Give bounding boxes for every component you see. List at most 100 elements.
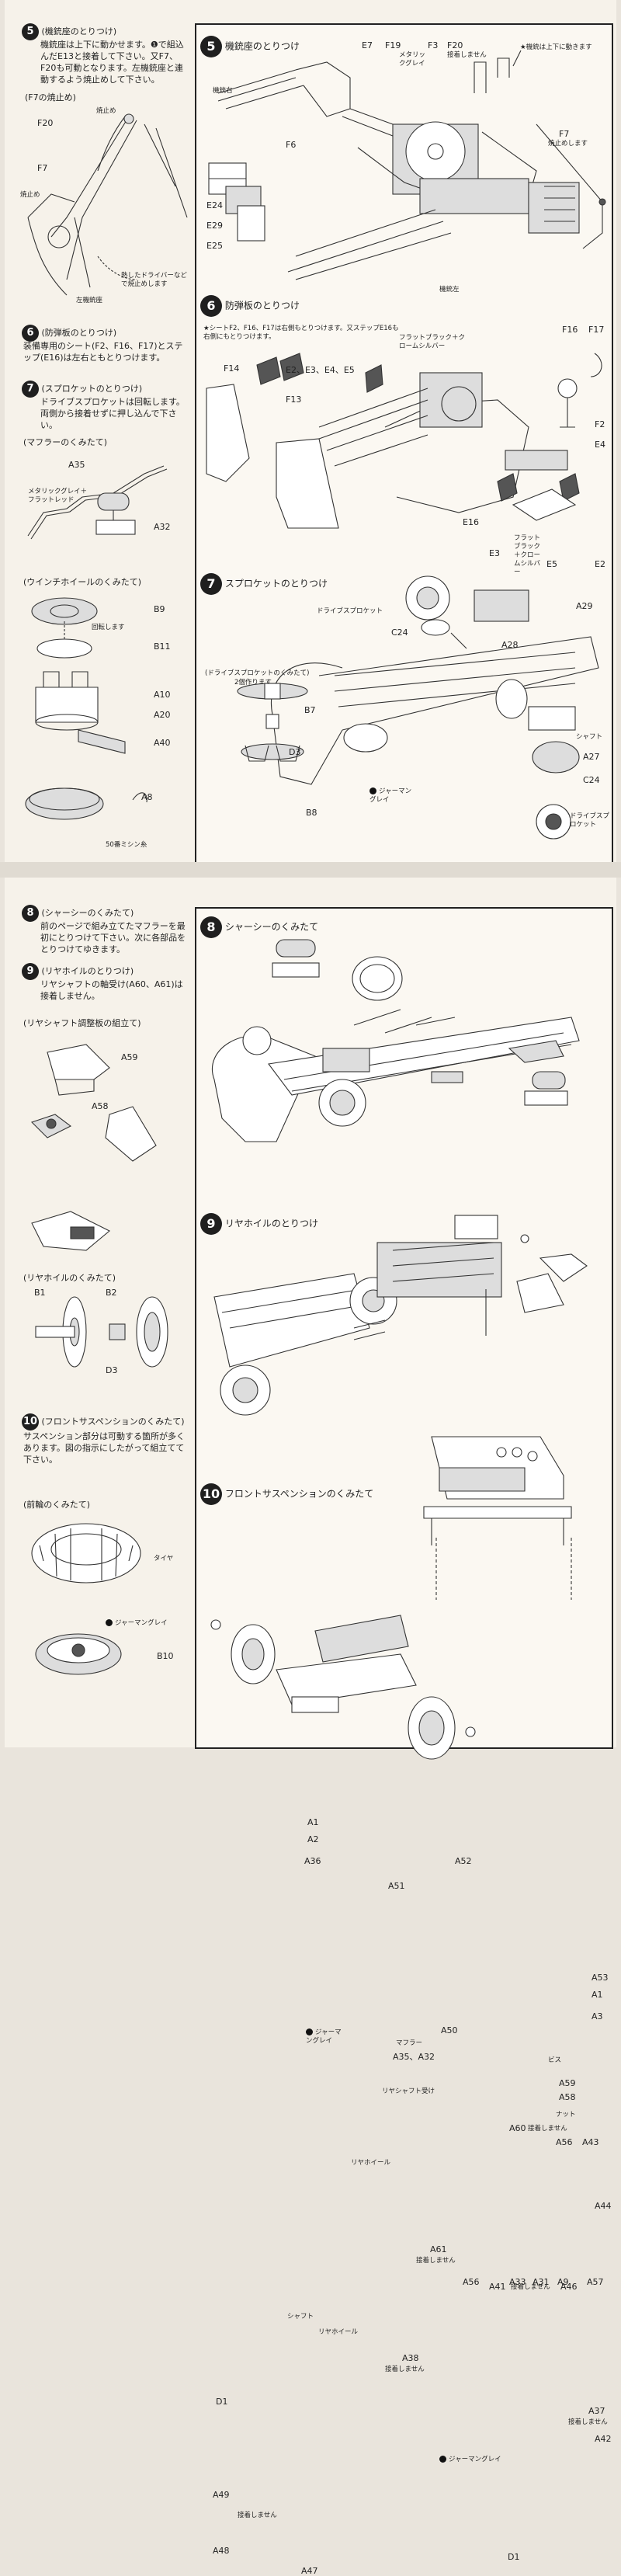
s9-label-rear-wheel: リヤホイール	[351, 2159, 391, 2167]
winch-label-rotate: 回転します	[92, 624, 125, 631]
s10-label-noglue: 接着しません	[238, 2512, 277, 2519]
s6-label-e2: E2	[595, 559, 605, 569]
step10-left-title: (フロントサスペンションのくみたて)	[41, 1417, 185, 1427]
s5-label-e29: E29	[206, 221, 223, 231]
s5-label-f3: F3	[428, 40, 439, 50]
step5-badge: 5	[22, 23, 39, 40]
s9-label-a44: A44	[595, 2201, 612, 2211]
s10-label-noglue-a37: 接着しません	[568, 2418, 608, 2426]
s8-label-a35a32: A35、A32	[393, 2052, 435, 2062]
step9-left-header: 9 (リヤホイルのとりつけ)	[22, 963, 134, 980]
step5-title: 機銃座のとりつけ	[224, 40, 300, 52]
f7-label-driver: 熱したドライバーなどで焼止めします	[121, 272, 187, 288]
step6-left-title: (防弾板のとりつけ)	[41, 328, 117, 338]
s6-label-f13: F13	[286, 395, 302, 405]
left-column-top: 5 (機銃座のとりつけ) 機銃座は上下に動かせます。❶で組込んだE13と接着して…	[5, 0, 191, 862]
step10-title: フロントサスペンションのくみたて	[224, 1488, 374, 1500]
wheel-label-b2: B2	[106, 1288, 117, 1298]
step8-number: 8	[200, 916, 222, 938]
s7-label-a27: A27	[583, 752, 600, 762]
s10-label-a42: A42	[595, 2434, 612, 2444]
s8-label-a2: A2	[307, 1834, 319, 1844]
s10-label-a41: A41	[489, 2282, 506, 2292]
adj-title: (リヤシャフト調整板の組立て)	[23, 1018, 141, 1028]
s9-label-a57: A57	[587, 2277, 604, 2287]
step10-number: 10	[200, 1483, 222, 1505]
step10-left-text: サスペンション部分は可動する箇所が多くあります。図の指示にしたがって組立てて下さ…	[23, 1431, 186, 1465]
s9-label-a43: A43	[582, 2137, 599, 2147]
s7-label-shaft: シャフト	[576, 733, 603, 741]
s9-label-a56b: A56	[463, 2277, 480, 2287]
step6-left-header: 6 (防弾板のとりつけ)	[22, 325, 116, 342]
wheel-diagram	[35, 1296, 168, 1368]
s5-label-gun-right: 機銃右	[213, 87, 233, 95]
s9-label-nut: ナット	[556, 2111, 576, 2119]
step8-badge-left: 8	[22, 905, 39, 922]
step7-title: スプロケットのとりつけ	[224, 578, 328, 589]
winch-label-a10: A10	[154, 690, 171, 700]
front-wheel-diagram	[31, 1523, 141, 1675]
step9-diagram	[213, 1215, 588, 1416]
s7-label-a28: A28	[501, 640, 519, 650]
step6-title: 防弾板のとりつけ	[224, 300, 300, 311]
step10-left-header: 10 (フロントサスペンションのくみたて)	[22, 1413, 185, 1431]
s6-label-fb2: フラットブラック＋クロームシルバー	[514, 534, 541, 576]
step7-header: 7 スプロケットのとりつけ	[200, 573, 328, 595]
step5-left-title: (機銃座のとりつけ)	[41, 26, 117, 37]
s10-label-noglue-a38: 接着しません	[385, 2366, 425, 2373]
step6-left-text: 装備専用のシート(F2、F16、F17)とステップ(E16)は左右ともとりつけま…	[23, 341, 183, 363]
page-gap	[0, 862, 621, 878]
s9-label-rear-wheel2: リヤホイール	[318, 2328, 359, 2336]
s10-label-noglue-a41: 接着しません	[511, 2283, 550, 2291]
s7-label-d3: D3	[289, 747, 301, 757]
s10-label-a47: A47	[301, 2566, 318, 2576]
step8-header: 8 シャーシーのくみたて	[200, 916, 318, 938]
step7-diagram	[237, 575, 599, 840]
s9-label-a56: A56	[556, 2137, 573, 2147]
s8-label-a1b: A1	[592, 1990, 603, 2000]
step5-header: 5 機銃座のとりつけ	[200, 36, 300, 57]
muffler-label-a35: A35	[68, 460, 85, 470]
step10-diagram	[210, 1436, 572, 1760]
s5-label-gun-left: 機銃左	[439, 286, 460, 294]
step8-left-text: 前のページで組み立てたマフラーを最初にとりつけて下さい。次に各部品をとりつけてゆ…	[40, 921, 186, 954]
german-grey-dot-2	[106, 1619, 113, 1626]
step10-header: 10 フロントサスペンションのくみたて	[200, 1483, 373, 1505]
s9-label-rear-shaft-mount: リヤシャフト受け	[382, 2088, 435, 2095]
s5-label-f6: F6	[286, 140, 297, 150]
step7-left-text: ドライブスプロケットは回転します。両側から接着せずに押し込んで下さい。	[40, 397, 185, 430]
step5-diagram	[208, 50, 606, 280]
s10-label-a37: A37	[588, 2406, 605, 2416]
winch-label-thread: 50番ミシン糸	[106, 841, 147, 849]
s5-label-e25: E25	[206, 241, 223, 251]
s10-label-a46: A46	[560, 2282, 578, 2292]
s9-label-bis: ビス	[548, 2056, 562, 2064]
muffler-diagram	[27, 465, 168, 540]
step6-note: ★シートF2、F16、F17は右側もとりつけます。又ステップE16も右側にもとり…	[203, 325, 399, 341]
s6-label-f16: F16	[562, 325, 578, 335]
front-label-german: ジャーマングレイ	[106, 1619, 175, 1628]
s8-label-a36: A36	[304, 1856, 321, 1866]
s5-label-noglue: 接着しません	[447, 51, 487, 59]
step9-left-text: リヤシャフトの軸受け(A60、A61)は接着しません。	[40, 979, 183, 1001]
f7-label-yakidome2: 焼止め	[20, 191, 40, 199]
s6-label-f17: F17	[588, 325, 605, 335]
step5-number: 5	[200, 36, 222, 57]
step9-number: 9	[200, 1213, 222, 1235]
step5-left-text: 機銃座は上下に動かせます。❶で組込んだE13と接着して下さい。又F7、F20も可…	[40, 40, 184, 85]
step7-left-header: 7 (スプロケットのとりつけ)	[22, 381, 142, 398]
adj-diagram	[30, 1044, 157, 1251]
instruction-page-top: 5 (機銃座のとりつけ) 機銃座は上下に動かせます。❶で組込んだE13と接着して…	[5, 0, 616, 862]
f7-label-f20: F20	[37, 118, 54, 128]
winch-label-b11: B11	[154, 641, 171, 652]
wheel-label-b1: B1	[34, 1288, 46, 1298]
wheel-title: (リヤホイルのくみたて)	[23, 1273, 116, 1283]
step10-badge-left: 10	[22, 1413, 39, 1431]
f7-diagram	[27, 113, 188, 296]
f7-label-left-gun: 左機銃座	[76, 297, 103, 304]
s10-label-german-text: ジャーマングレイ	[449, 2456, 501, 2463]
step5-note: ★機銃は上下に動きます	[520, 43, 592, 51]
winch-label-b9: B9	[154, 604, 165, 614]
winch-diagram	[25, 597, 147, 820]
s8-label-a3: A3	[592, 2011, 603, 2022]
